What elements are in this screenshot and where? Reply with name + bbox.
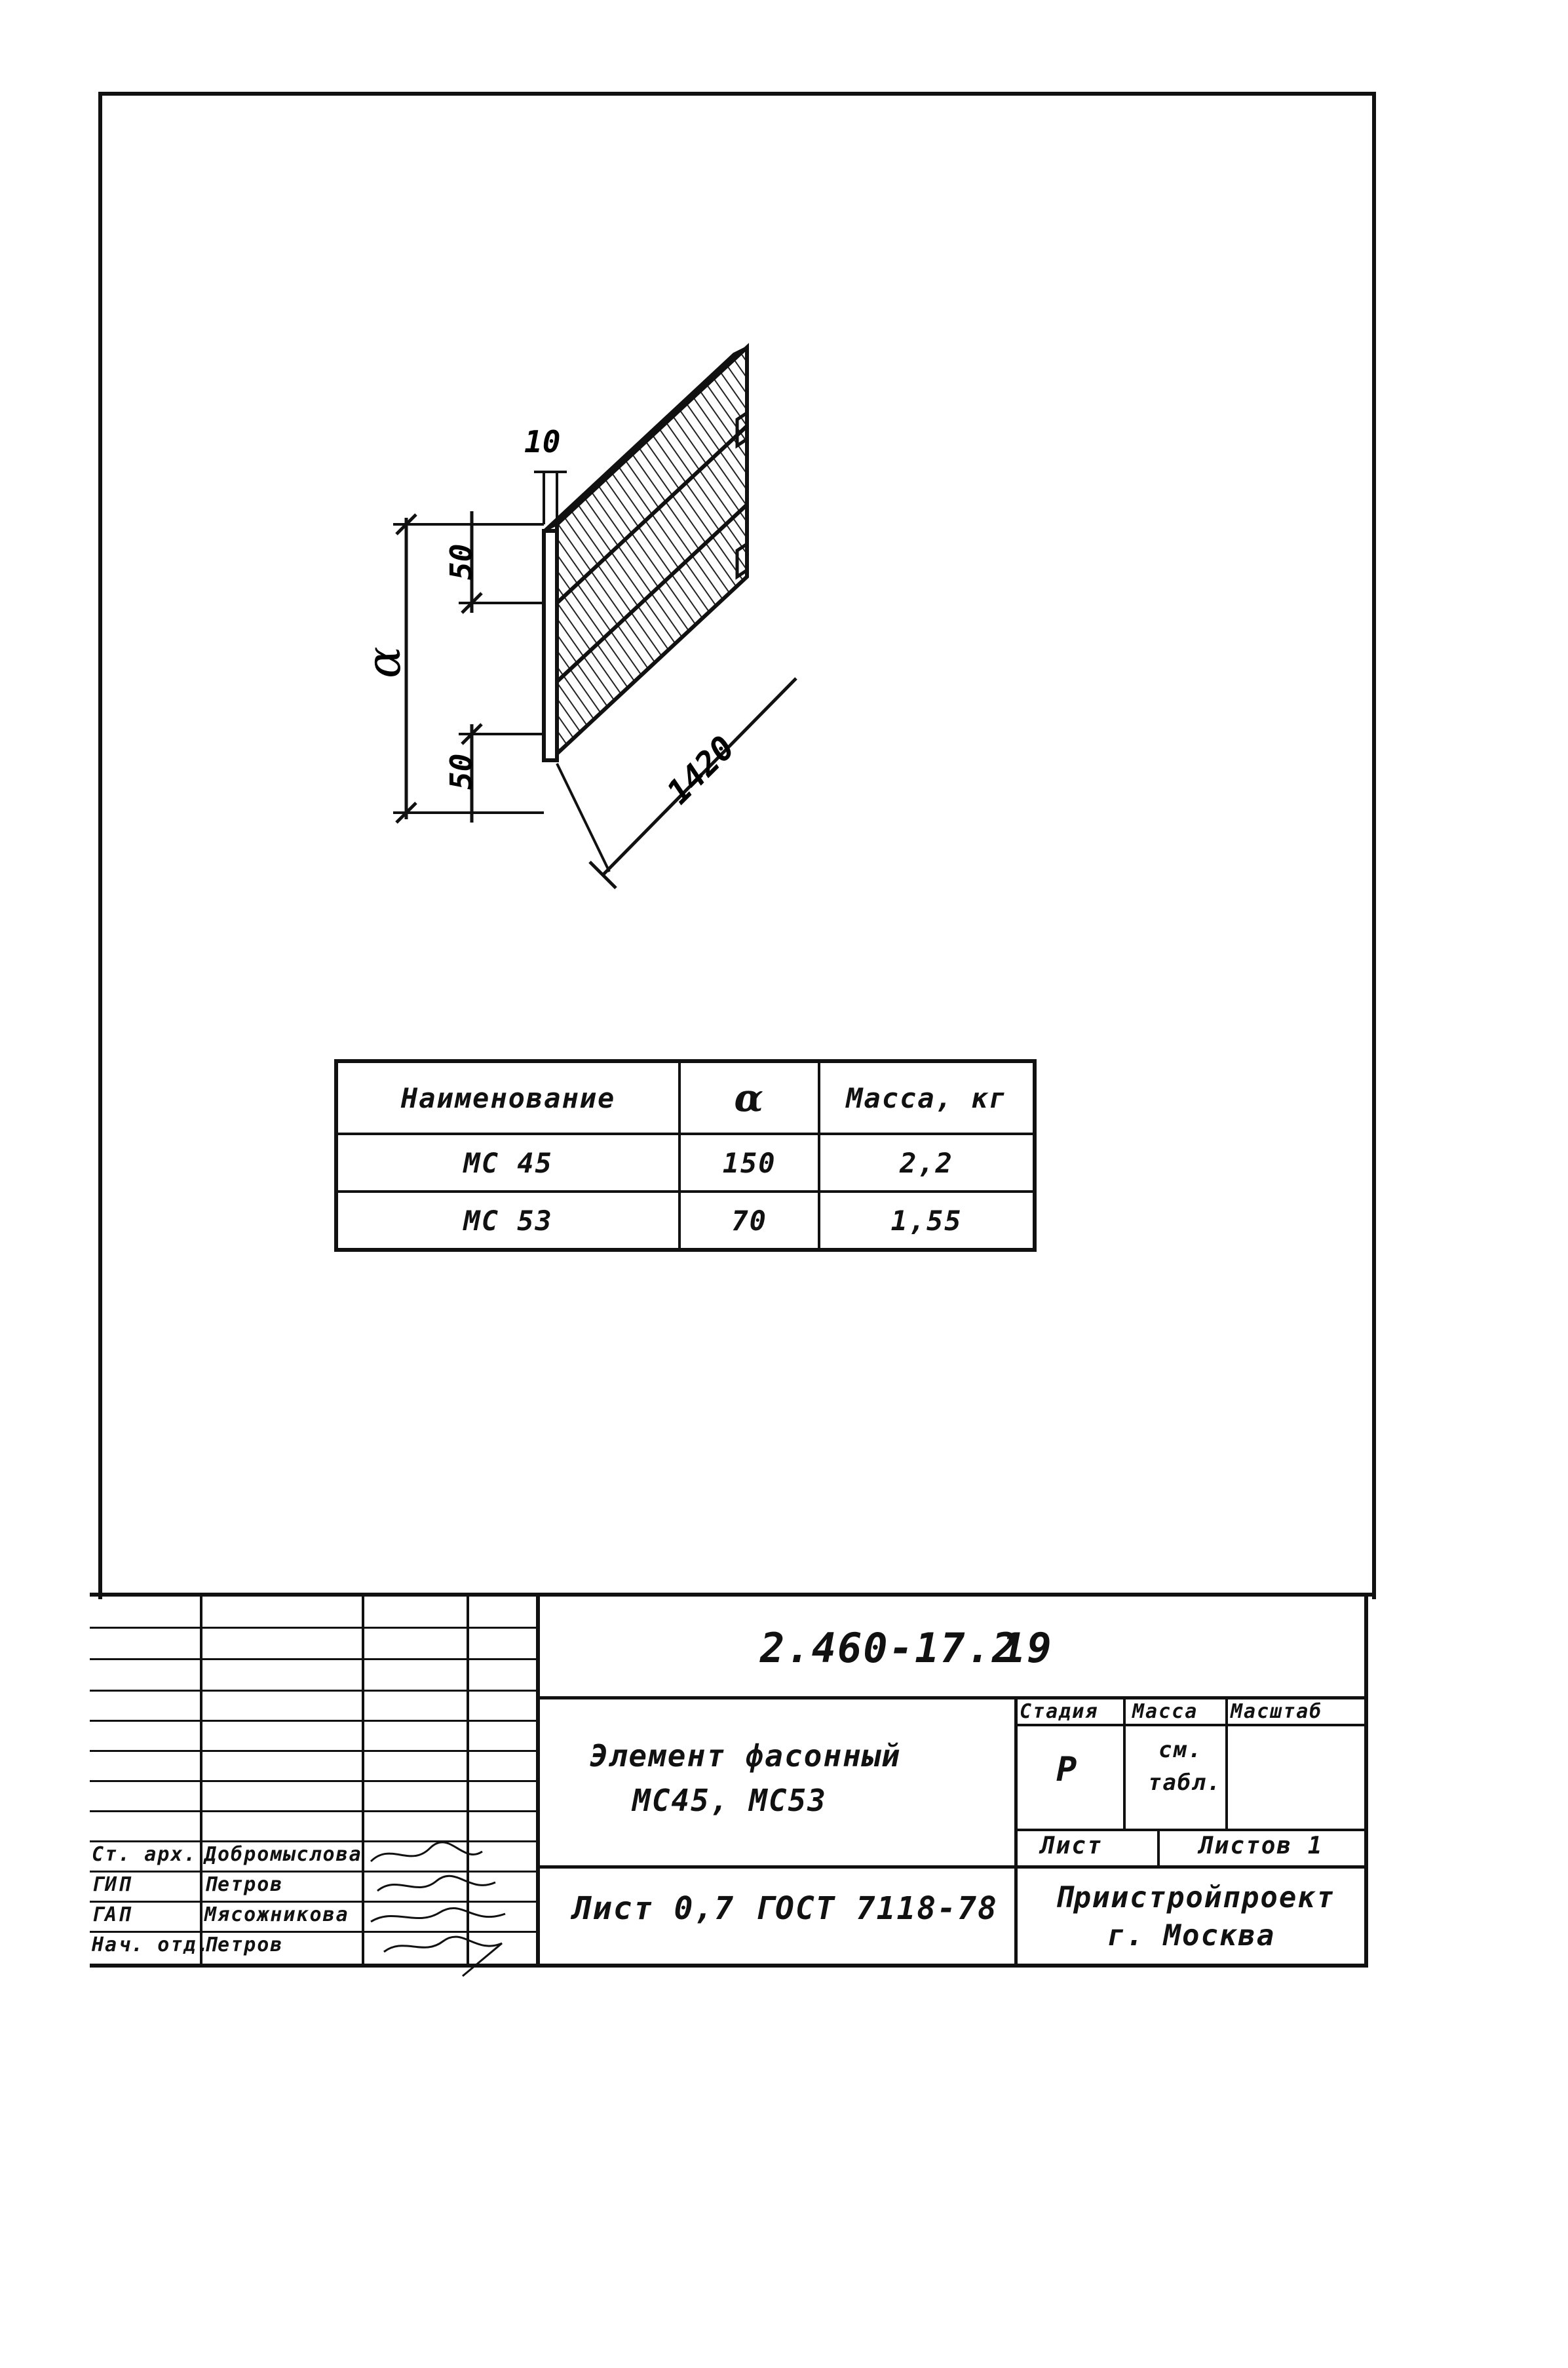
flange-line-top bbox=[555, 424, 749, 605]
flange-line-bottom bbox=[555, 503, 749, 684]
dim-height: α bbox=[356, 646, 411, 678]
stage-value: Р bbox=[1056, 1750, 1079, 1789]
back-notch-2 bbox=[735, 542, 748, 580]
dim-top-flange: 50 bbox=[444, 544, 479, 580]
doc-code: 2.460-17.2 bbox=[760, 1624, 1018, 1672]
org-line1: Приистройпроект bbox=[1055, 1881, 1335, 1914]
org-line2: г. Москва bbox=[1107, 1919, 1276, 1952]
sig-name-2: Петров bbox=[204, 1873, 284, 1896]
mass-value-2: табл. bbox=[1148, 1770, 1222, 1796]
element-name-line2: МС45, МС53 bbox=[632, 1783, 827, 1818]
cell-name: МС 45 bbox=[334, 1133, 681, 1193]
sig-role-3: ГАП bbox=[92, 1903, 132, 1926]
sig-name-4: Петров bbox=[204, 1933, 284, 1956]
material-spec: Лист 0,7 ГОСТ 7118-78 bbox=[573, 1890, 998, 1927]
header-mass: Масса, кг bbox=[818, 1060, 1036, 1135]
cell-mass: 2,2 bbox=[818, 1133, 1036, 1193]
header-name: Наименование bbox=[334, 1060, 681, 1135]
cell-a: 150 bbox=[678, 1133, 821, 1193]
dim-length: 1420 bbox=[659, 729, 742, 811]
dim-thickness: 10 bbox=[524, 424, 560, 459]
sheet-label: Лист bbox=[1041, 1833, 1103, 1859]
stage-label: Стадия bbox=[1020, 1700, 1099, 1723]
element-drawing: 10 α 50 50 1420 bbox=[356, 343, 797, 889]
signature-scribbles bbox=[370, 1841, 506, 1977]
back-notch-1 bbox=[735, 411, 748, 449]
sig-name-3: Мясожникова bbox=[204, 1903, 349, 1926]
sig-role-1: Ст. арх. bbox=[92, 1843, 197, 1866]
element-name-line1: Элемент фасонный bbox=[590, 1738, 902, 1774]
top-edge bbox=[543, 346, 748, 532]
header-a: α bbox=[678, 1060, 821, 1135]
sig-role-4: Нач. отд. bbox=[92, 1933, 210, 1956]
plate-face bbox=[555, 343, 749, 758]
dim-bottom-flange: 50 bbox=[444, 754, 479, 790]
sheet-frame bbox=[98, 92, 1376, 1599]
sheet-ref: 19 bbox=[1001, 1624, 1053, 1672]
cell-name: МС 53 bbox=[334, 1190, 681, 1251]
sig-name-1: Добромыслова bbox=[204, 1843, 362, 1866]
spec-table: Наименование α Масса, кг МС 45 150 2,2 М… bbox=[334, 1059, 1037, 1252]
scale-label: Масштаб bbox=[1231, 1700, 1323, 1723]
sheets-label: Листов 1 bbox=[1199, 1833, 1324, 1859]
mass-label: Масса bbox=[1132, 1700, 1198, 1723]
spec-table-header: Наименование α Масса, кг bbox=[334, 1060, 1036, 1135]
sig-role-2: ГИП bbox=[92, 1873, 132, 1896]
cell-a: 70 bbox=[678, 1190, 821, 1251]
table-row: МС 53 70 1,55 bbox=[334, 1190, 1036, 1251]
table-row: МС 45 150 2,2 bbox=[334, 1133, 1036, 1193]
front-edge bbox=[542, 529, 559, 762]
mass-value-1: см. bbox=[1158, 1737, 1203, 1763]
cell-mass: 1,55 bbox=[818, 1190, 1036, 1251]
